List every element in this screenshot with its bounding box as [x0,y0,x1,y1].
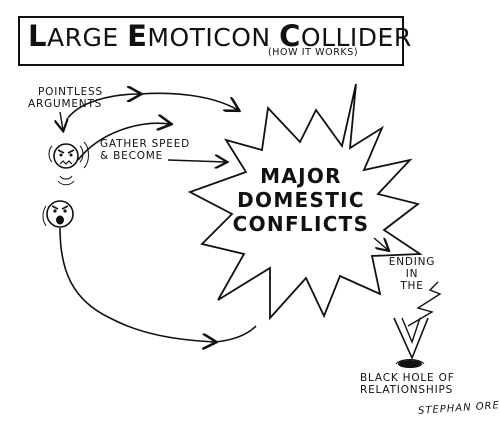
title-c-rest: OLLIDER [300,23,412,52]
pointless-arrow [60,111,63,130]
core-line2: DOMESTIC [237,188,365,212]
label-blackhole-line2: RELATIONSHIPS [360,384,454,396]
v-arrow-outer [393,317,429,361]
ending-arrow [373,238,388,250]
gather-arrow [167,160,226,162]
label-pointless-line2: ARGUMENTS [28,98,103,110]
label-pointless: POINTLESS ARGUMENTS [28,86,103,110]
collider-loop-bottom [109,317,215,342]
label-ending: ENDING IN THE [384,256,440,292]
label-blackhole-line1: BLACK HOLE OF [360,372,455,384]
inner-path [77,123,170,161]
core-line1: MAJOR [260,164,342,188]
title-c-cap: C [279,19,301,53]
black-hole-icon [398,360,422,368]
title-box [18,16,404,66]
label-pointless-line1: POINTLESS [38,86,103,98]
collider-loop-top-2 [139,92,238,110]
zigzag-fall [407,281,442,327]
v-arrow-inner [401,317,421,344]
shouting-face-icon [42,200,74,228]
label-ending-line2: IN [405,268,419,280]
angry-face-icon [48,141,89,169]
page-title: LARGE EMOTICON COLLIDER [28,19,412,53]
label-blackhole: BLACK HOLE OF RELATIONSHIPS [360,372,455,396]
collider-loop-left [59,227,111,319]
motion-lines [57,175,75,186]
black-hole-rim [395,359,425,365]
core-text: MAJOR DOMESTIC CONFLICTS [226,164,376,236]
collider-loop-top [67,94,140,119]
title-l-cap: L [28,19,47,53]
core-line3: CONFLICTS [232,212,370,236]
label-gather: GATHER SPEED & BECOME [100,138,190,162]
title-e-cap: E [127,19,148,53]
label-ending-line3: THE [400,280,424,292]
label-gather-line1: GATHER SPEED [100,138,191,150]
subtitle: (HOW IT WORKS) [268,47,359,58]
title-l-rest: ARGE [46,23,119,52]
label-gather-line2: & BECOME [100,150,164,162]
explosion-burst-icon [187,83,423,321]
collider-loop-bottom-2 [214,325,257,343]
title-e-rest: MOTICON [147,23,271,52]
label-ending-line1: ENDING [388,256,436,268]
